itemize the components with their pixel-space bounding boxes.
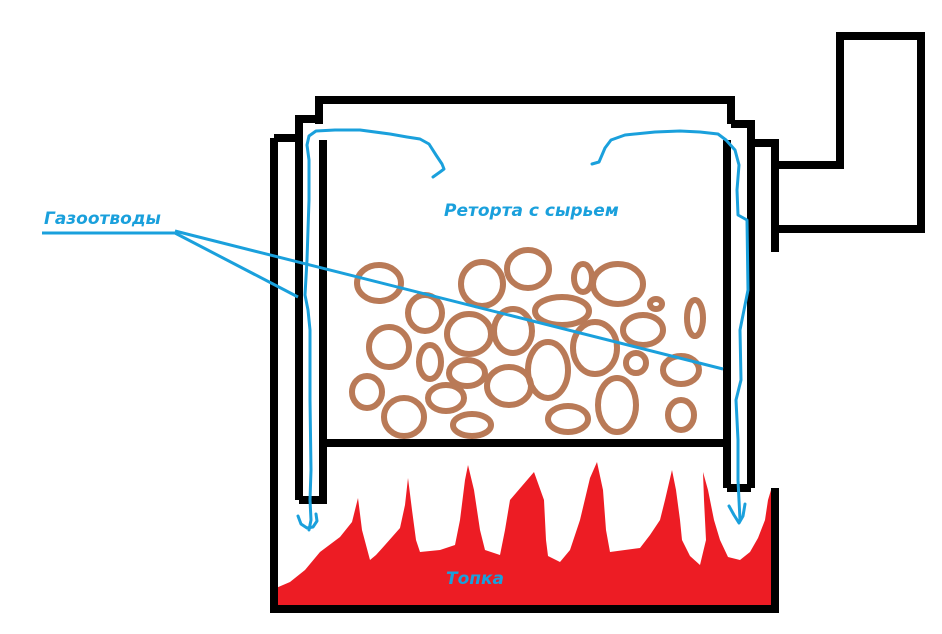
gas-flow-right [590, 129, 750, 522]
stone [444, 311, 494, 357]
gas-flow-right-arrow [727, 502, 747, 525]
stone [405, 292, 445, 334]
stone [416, 342, 444, 382]
stone [504, 247, 552, 291]
stone [647, 296, 665, 312]
retort-wall-left [295, 115, 323, 500]
stone [446, 357, 488, 389]
stone [381, 395, 427, 439]
stone [425, 382, 467, 414]
firebox-label: Топка [446, 569, 504, 589]
stone [571, 261, 595, 295]
stone [458, 259, 506, 309]
stone [349, 373, 385, 411]
stone [595, 375, 639, 435]
stone [623, 350, 649, 376]
stone [545, 403, 591, 435]
gas-outlets-label: Газоотводы [44, 209, 161, 229]
gas-flow-left [303, 128, 446, 532]
stone [484, 364, 534, 408]
stone [354, 262, 404, 304]
furnace-outer-wall [270, 138, 779, 613]
stone [660, 353, 702, 387]
stone [665, 397, 697, 433]
gas-flow-left-arrow [296, 512, 319, 530]
chimney-joint [750, 139, 779, 165]
retort-label: Реторта с сырьем [444, 201, 619, 221]
stone [590, 261, 646, 307]
raw-material [349, 247, 706, 439]
gas-flow [296, 128, 750, 532]
stone [570, 319, 620, 377]
callout-line-left [174, 231, 299, 299]
gas-outlets-callout [42, 229, 724, 371]
retort-wall-right [731, 120, 755, 488]
stone [620, 312, 666, 348]
stone [491, 306, 535, 356]
firebox-flames [276, 462, 771, 606]
stone [450, 411, 494, 439]
stone [532, 294, 592, 328]
stone [366, 324, 412, 370]
stone [525, 339, 571, 401]
stone [684, 297, 706, 339]
retort-wall [315, 96, 735, 124]
chimney [775, 32, 925, 233]
gas-outlet-left-pipe [299, 443, 327, 504]
callout-line-right [174, 229, 724, 371]
